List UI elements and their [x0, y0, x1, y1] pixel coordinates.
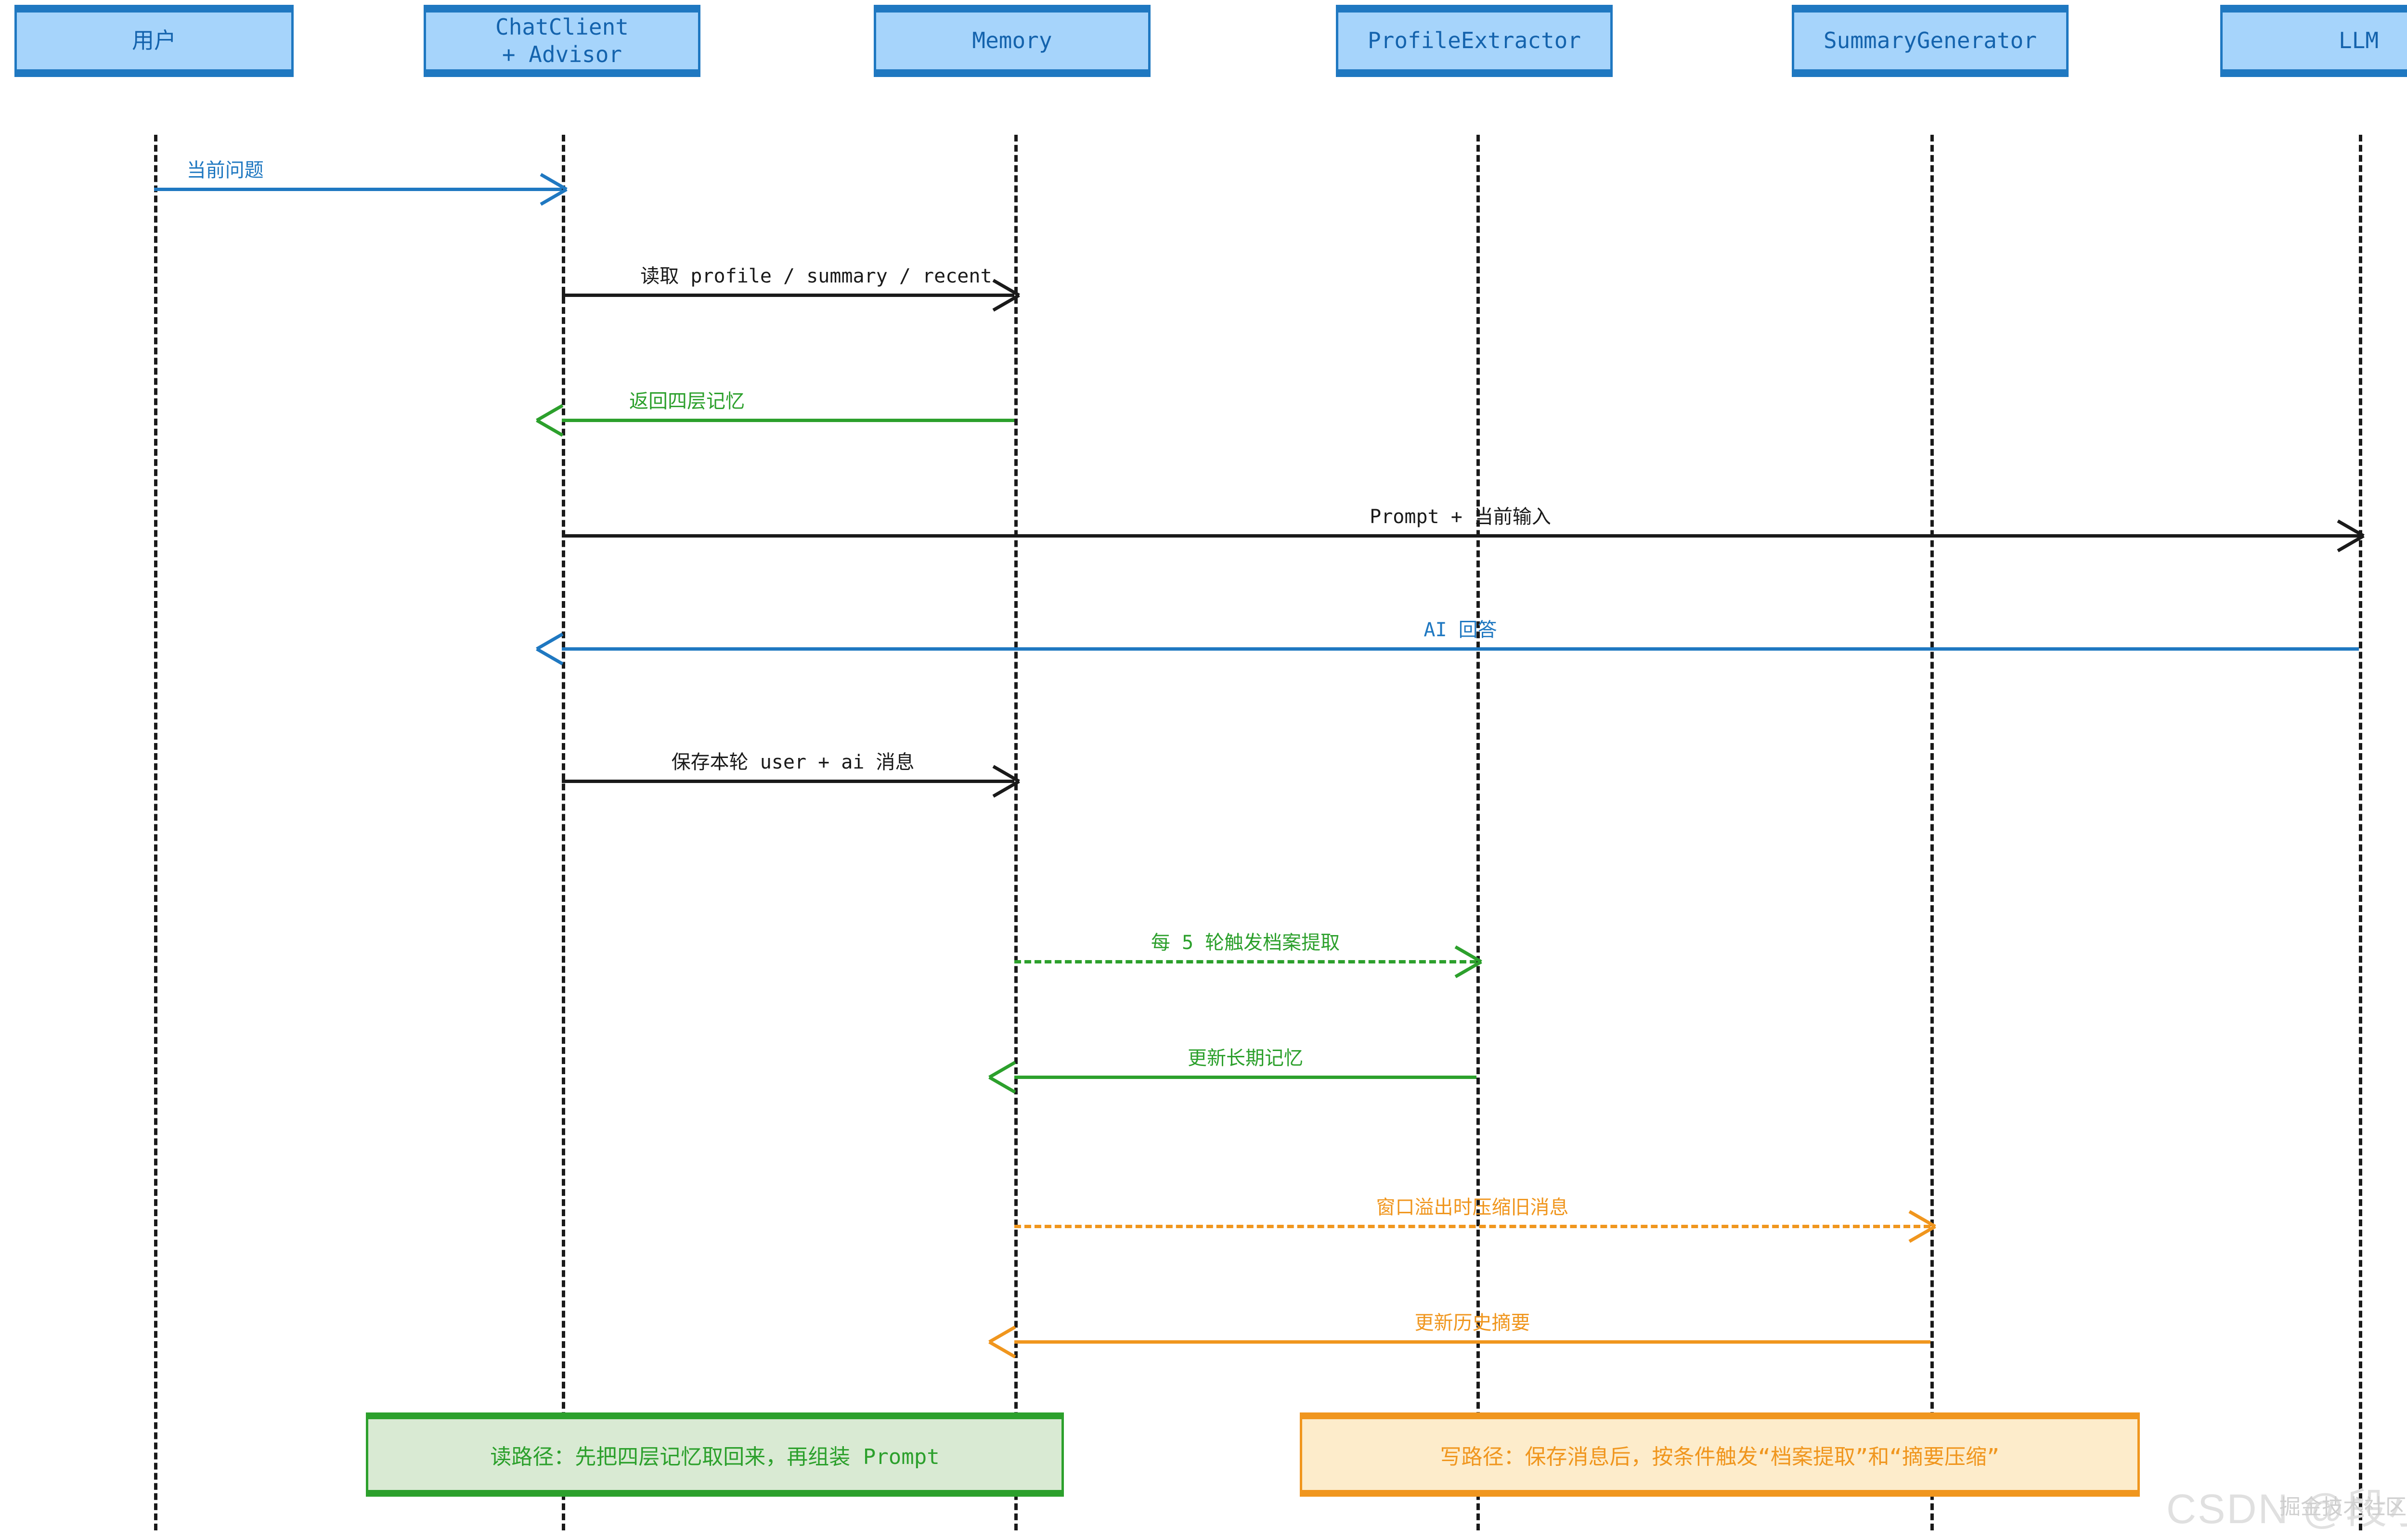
- watermark-juejin: 掘金技术社区 @ 段小二: [2279, 1495, 2407, 1519]
- message-line: [1014, 960, 1476, 963]
- arrowhead-right-icon: [538, 167, 568, 209]
- arrowhead-right-icon: [990, 758, 1020, 801]
- message-line: [1014, 1225, 1930, 1228]
- message-line: [1014, 1340, 1930, 1344]
- message-line: [562, 780, 1014, 783]
- message-line: [1014, 1076, 1476, 1079]
- participant-label-user: 用户: [132, 27, 176, 54]
- arrowhead-right-icon: [1452, 939, 1482, 981]
- participant-box-llm[interactable]: LLM: [2220, 5, 2407, 77]
- participant-label-memory: Memory: [972, 27, 1052, 54]
- message-line: [562, 647, 2359, 651]
- message-label: Prompt + 当前输入: [1370, 506, 1551, 528]
- arrowhead-right-icon: [2335, 513, 2365, 555]
- participant-box-memory[interactable]: Memory: [874, 5, 1151, 77]
- lifeline-profileextractor: [1476, 135, 1480, 1530]
- lifeline-memory: [1014, 135, 1018, 1530]
- message-line: [562, 534, 2359, 538]
- message-line: [562, 294, 1014, 297]
- arrowhead-right-icon: [1906, 1204, 1936, 1246]
- participant-label-profileextractor: ProfileExtractor: [1367, 27, 1581, 54]
- message-label: 读取 profile / summary / recent: [640, 265, 992, 287]
- participant-box-profileextractor[interactable]: ProfileExtractor: [1336, 5, 1613, 77]
- message-label: 每 5 轮触发档案提取: [1151, 932, 1340, 954]
- message-label: 当前问题: [186, 159, 264, 181]
- lifeline-summarygenerator: [1930, 135, 1934, 1530]
- participant-box-summarygenerator[interactable]: SummaryGenerator: [1792, 5, 2069, 77]
- message-label: 更新历史摘要: [1414, 1312, 1530, 1334]
- arrowhead-left-icon: [536, 398, 566, 440]
- lifeline-user: [154, 135, 157, 1530]
- message-label: 更新长期记忆: [1188, 1047, 1303, 1069]
- message-label: 返回四层记忆: [629, 390, 745, 412]
- arrowhead-right-icon: [990, 272, 1020, 315]
- participant-box-chatclient[interactable]: ChatClient + Advisor: [424, 5, 700, 77]
- lifeline-chatclient: [562, 135, 565, 1530]
- message-line: [562, 419, 1014, 422]
- message-label: 窗口溢出时压缩旧消息: [1376, 1196, 1569, 1219]
- note-write-path-text: 写路径：保存消息后，按条件触发“档案提取”和“摘要压缩”: [1440, 1444, 2000, 1469]
- message-line: [154, 188, 562, 191]
- participant-sublabel-advisor: + Advisor: [502, 41, 622, 67]
- note-read-path-text: 读路径：先把四层记忆取回来，再组装 Prompt: [490, 1444, 940, 1469]
- watermark-csdn: CSDN @段小二: [2166, 1486, 2407, 1532]
- message-label: 保存本轮 user + ai 消息: [671, 751, 915, 773]
- participant-box-user[interactable]: 用户: [14, 5, 294, 77]
- arrowhead-left-icon: [988, 1319, 1018, 1361]
- note-write-path[interactable]: 写路径：保存消息后，按条件触发“档案提取”和“摘要压缩”: [1300, 1412, 2140, 1497]
- message-label: AI 回答: [1423, 619, 1497, 641]
- arrowhead-left-icon: [988, 1054, 1018, 1097]
- participant-label-summarygenerator: SummaryGenerator: [1823, 27, 2037, 54]
- participant-label-llm: LLM: [2338, 27, 2379, 54]
- lifeline-llm: [2359, 135, 2362, 1530]
- arrowhead-left-icon: [536, 626, 566, 668]
- note-read-path[interactable]: 读路径：先把四层记忆取回来，再组装 Prompt: [366, 1412, 1064, 1497]
- participant-label-chatclient: ChatClient: [495, 13, 629, 40]
